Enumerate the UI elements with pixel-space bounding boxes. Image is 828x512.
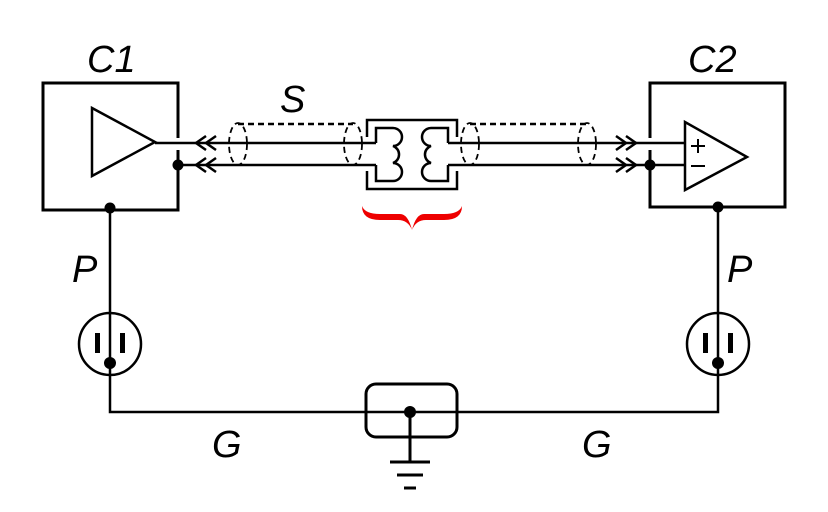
- ground-icon: [390, 412, 430, 490]
- power-wire-left: [108, 207, 720, 414]
- highlight-brace: [362, 206, 462, 230]
- label-c2: C2: [688, 39, 737, 81]
- junction-dot: [172, 159, 184, 171]
- c1-amplifier-icon: [90, 105, 158, 179]
- transformer-coil-secondary-icon: [420, 126, 432, 183]
- junction-dot: [712, 357, 724, 369]
- connector-left-icon: [193, 134, 217, 174]
- junction-dot: [712, 201, 724, 213]
- label-signal: S: [280, 79, 305, 121]
- c2-opamp-icon: [683, 119, 750, 193]
- label-ground-left: G: [212, 424, 242, 466]
- outlet-right-icon: [685, 311, 751, 377]
- label-ground-right: G: [582, 424, 612, 466]
- junction-dot: [104, 202, 116, 214]
- transformer-core-left: [374, 126, 393, 183]
- junction-dot: [404, 406, 416, 418]
- plus-sign-icon: [691, 139, 705, 153]
- label-c1: C1: [87, 39, 136, 81]
- label-power-right: P: [727, 249, 753, 291]
- label-power-left: P: [72, 249, 98, 291]
- outlet-left-icon: [77, 311, 143, 377]
- transformer-coil-primary-icon: [392, 126, 404, 183]
- c2-box: [648, 81, 787, 209]
- junction-dot: [104, 357, 116, 369]
- transformer-core-right: [431, 126, 450, 183]
- c1-box: [41, 81, 180, 212]
- connector-right-icon: [615, 134, 639, 174]
- cable-shield-end: [577, 122, 597, 166]
- junction-dot: [644, 159, 656, 171]
- transformer-shield: [365, 118, 459, 191]
